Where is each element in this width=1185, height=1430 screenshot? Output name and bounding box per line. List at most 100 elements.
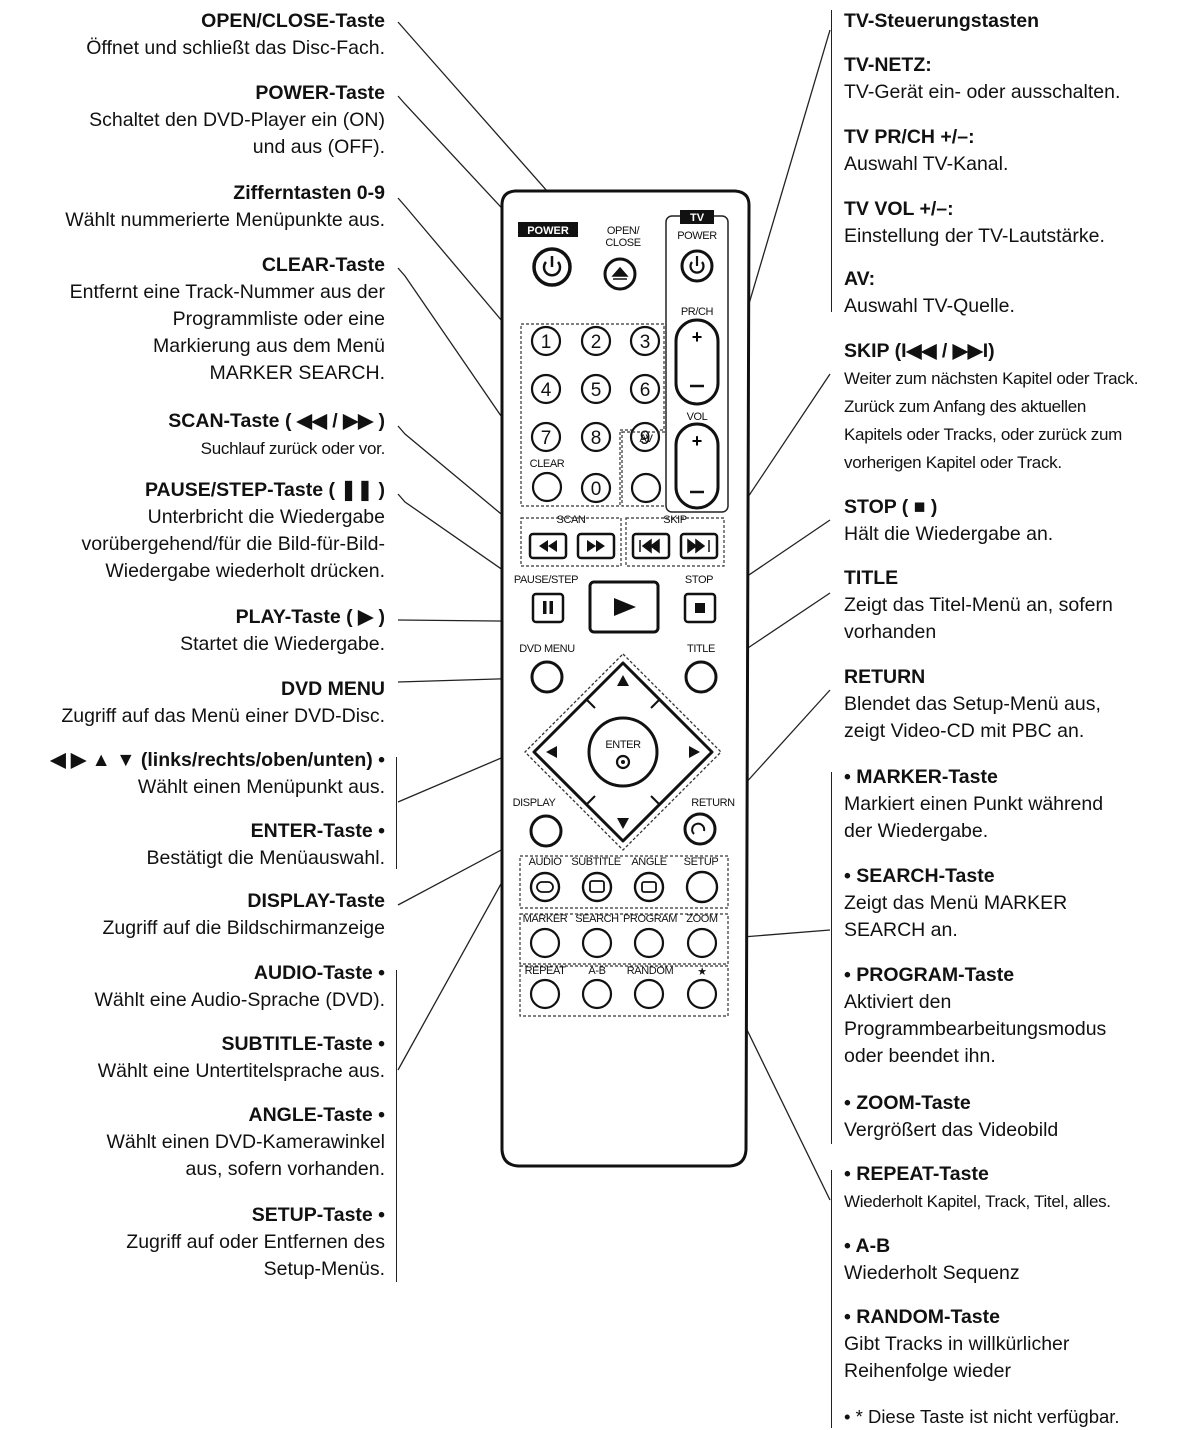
setup-button[interactable] [685,870,719,904]
annotation-desc: Zeigt das Titel-Menü an, sofern [844,594,1113,616]
digit-button-6[interactable]: 6 [629,373,661,405]
skip-forward-button[interactable] [679,532,719,560]
program-button[interactable] [633,927,665,959]
subtitle-button[interactable] [581,871,613,903]
annotation-desc: Markierung aus dem Menü [153,335,385,357]
zoom-button[interactable] [686,927,718,959]
annotation-desc: Programmliste oder eine [172,308,385,330]
annotation-desc: Bestätigt die Menüauswahl. [146,847,385,869]
annotation-title: DISPLAY-Taste [247,890,385,912]
function-row-3: REPEAT A-B RANDOM ★ [519,965,729,1017]
open-close-button[interactable] [603,257,637,291]
nav-up-button[interactable] [617,675,629,686]
annotation-title: TV PR/CH +/–: [844,126,975,148]
ab-button[interactable] [581,978,613,1010]
leader-line [397,863,513,1071]
annotation-desc: TV-Gerät ein- oder ausschalten. [844,81,1121,103]
plus-icon: + [692,327,703,347]
search-button[interactable] [581,927,613,959]
scan-label: SCAN [557,514,586,526]
annotation-desc: • * Diese Taste ist nicht verfügbar. [844,1406,1120,1427]
digit-button-3[interactable]: 3 [629,325,661,357]
annotation-title: ANGLE-Taste • [248,1104,385,1126]
annotation-tv-controls: TV-Steuerungstasten [844,8,1185,35]
display-button[interactable] [529,814,563,848]
digit-button-9[interactable]: 9 [629,421,661,453]
star-button[interactable] [686,978,718,1010]
annotation-desc: Wählt eine Audio-Sprache (DVD). [94,989,385,1011]
svg-text:8: 8 [591,428,602,449]
annotation-arrows: ◀ ▶ ▲ ▼ (links/rechts/oben/unten) • Wähl… [0,747,385,801]
subtitle-label: SUBTITLE [571,856,620,868]
marker-button[interactable] [529,927,561,959]
audio-button[interactable] [529,871,561,903]
annotation-marker: • MARKER-Taste Markiert einen Punkt währ… [844,764,1185,845]
nav-right-button[interactable] [689,746,700,758]
annotation-desc: Zurück zum Anfang des aktuellen [844,397,1087,416]
tv-power-button[interactable] [680,249,714,283]
clear-button[interactable] [531,471,563,503]
stop-icon [695,603,705,613]
annotation-desc: Entfernt eine Track-Nummer aus der [69,281,385,303]
leader-line [397,21,616,269]
random-label: RANDOM [627,965,674,977]
nav-area [524,653,722,851]
vol-rocker[interactable]: + [674,422,720,510]
annotation-desc: SEARCH an. [844,919,958,941]
skip-back-button[interactable] [631,532,671,560]
skip-back-icon [639,538,660,554]
play-icon [614,598,636,616]
annotation-desc: Reihenfolge wieder [844,1360,1011,1382]
pr-ch-rocker[interactable]: + [674,318,720,406]
stop-button[interactable] [683,592,717,624]
enter-button[interactable]: ENTER [587,716,659,788]
annotation-title: TV VOL +/–: [844,198,954,220]
annotation-repeat: • REPEAT-Taste Wiederholt Kapitel, Track… [844,1161,1185,1216]
annotation-desc: Schaltet den DVD-Player ein (ON) [89,109,385,131]
digit-button-1[interactable]: 1 [530,325,562,357]
tv-label: TV [690,212,705,224]
repeat-button[interactable] [529,978,561,1010]
annotation-audio: AUDIO-Taste • Wählt eine Audio-Sprache (… [0,960,385,1014]
skip-label: SKIP [663,514,687,526]
function-row-1: AUDIO SUBTITLE ANGLE SETUP [519,855,729,909]
scan-back-button[interactable] [528,532,568,560]
digit-button-2[interactable]: 2 [580,325,612,357]
nav-left-button[interactable] [546,746,557,758]
nav-down-button[interactable] [617,818,629,829]
digit-button-4[interactable]: 4 [530,373,562,405]
av-area [621,431,667,507]
scan-forward-button[interactable] [576,532,616,560]
annotation-setup: SETUP-Taste • Zugriff auf oder Entfernen… [0,1202,385,1283]
enter-label: ENTER [605,739,641,751]
annotation-title: SETUP-Taste • [251,1204,385,1226]
tv-label-box [680,210,714,224]
annotation-title: TITLE [844,567,899,589]
annotation-title: • ZOOM-Taste [844,1092,971,1114]
dvd-menu-button[interactable] [530,660,564,694]
digit-button-0[interactable]: 0 [580,472,612,504]
svg-text:7: 7 [541,428,552,449]
annotation-digits: Zifferntasten 0-9 Wählt nummerierte Menü… [0,180,385,234]
av-button[interactable] [630,472,662,504]
leader-line [397,267,546,481]
angle-button[interactable] [633,871,665,903]
annotation-title: ENTER-Taste • [250,820,385,842]
annotation-open-close: OPEN/CLOSE-Taste Öffnet und schließt das… [0,8,385,62]
pause-step-button[interactable] [531,592,565,624]
power-button[interactable] [532,247,572,287]
annotation-desc: Gibt Tracks in willkürlicher [844,1333,1070,1355]
leader-line [397,197,536,361]
random-button[interactable] [633,978,665,1010]
title-button[interactable] [684,660,718,694]
digit-button-5[interactable]: 5 [580,373,612,405]
title-label: TITLE [687,643,715,655]
digit-button-8[interactable]: 8 [580,421,612,453]
return-button[interactable] [683,812,717,846]
digit-button-7[interactable]: 7 [530,421,562,453]
power-label: POWER [527,225,569,237]
play-button[interactable] [588,580,660,634]
annotation-desc: Wählt nummerierte Menüpunkte aus. [65,209,385,231]
annotation-desc: Hält die Wiedergabe an. [844,523,1054,545]
annotation-title: SUBTITLE-Taste • [221,1033,385,1055]
